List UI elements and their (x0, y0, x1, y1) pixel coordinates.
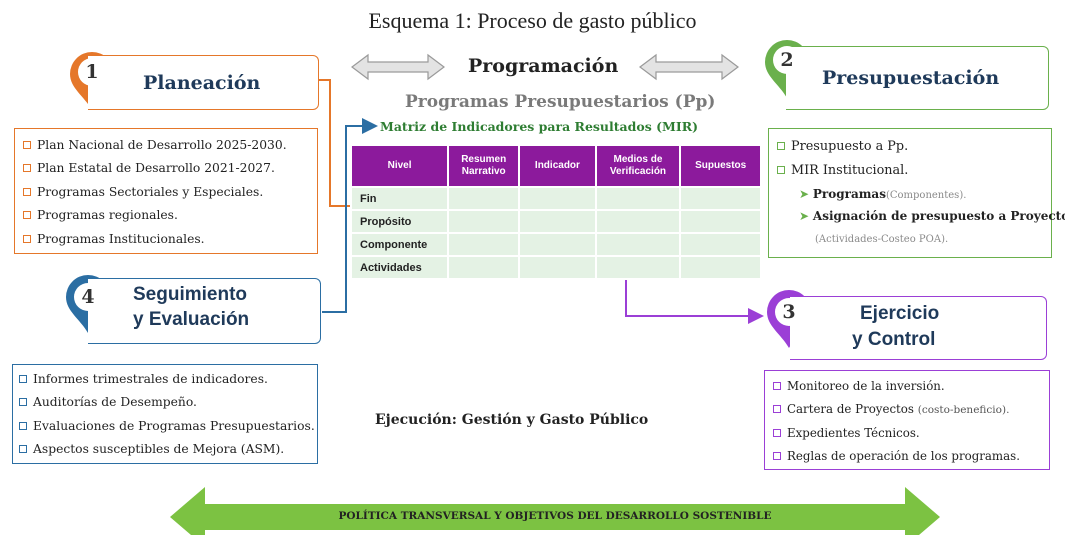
table-row: Fin (349, 186, 762, 211)
checkbox-icon (19, 421, 27, 430)
left-double-arrow (351, 53, 445, 81)
diagram-title: Esquema 1: Proceso de gasto público (368, 8, 697, 33)
planeacion-header: Planeación (88, 55, 319, 110)
seguimiento-number: 4 (74, 283, 102, 311)
list-item: Plan Estatal de Desarrollo 2021-2027. (23, 157, 317, 180)
checkbox-icon (777, 142, 785, 150)
ejercicio-list-box: Monitoreo de la inversión. Cartera de Pr… (764, 370, 1050, 470)
bottom-green-arrow (170, 487, 940, 535)
checkbox-icon (23, 164, 31, 173)
arrow-bullet-icon: ➤ (799, 187, 810, 201)
programacion-label: Programación (468, 55, 619, 77)
presupuestacion-title: Presupuestación (822, 67, 1000, 89)
presupuestacion-subitem: ➤ Programas(Componentes). (799, 187, 967, 201)
bottom-banner-text: POLÍTICA TRANSVERSAL Y OBJETIVOS DEL DES… (338, 510, 772, 522)
list-item: Presupuesto a Pp. (777, 135, 1051, 159)
checkbox-icon (19, 375, 27, 383)
ejercicio-header: Ejercicio y Control (790, 296, 1047, 360)
ejecucion-label: Ejecución: Gestión y Gasto Público (375, 412, 649, 428)
presupuestacion-header: Presupuestación (786, 46, 1049, 110)
list-item: Plan Nacional de Desarrollo 2025-2030. (23, 134, 317, 157)
presupuestacion-number: 2 (773, 46, 801, 74)
programas-pp-label: Programas Presupuestarios (Pp) (405, 92, 716, 112)
table-header: Medios de Verificación (594, 144, 682, 188)
planeacion-list-box: Plan Nacional de Desarrollo 2025-2030. P… (14, 128, 318, 254)
planeacion-title: Planeación (143, 72, 261, 94)
table-header: Resumen Narrativo (447, 144, 521, 188)
table-row: Propósito (349, 209, 762, 234)
ejercicio-title-line1: Ejercicio (860, 303, 940, 324)
checkbox-icon (773, 405, 781, 414)
mir-table: Nivel Resumen Narrativo Indicador Medios… (349, 144, 762, 280)
checkbox-icon (777, 166, 785, 174)
list-item: Evaluaciones de Programas Presupuestario… (19, 415, 317, 438)
list-item: Aspectos susceptibles de Mejora (ASM). (19, 438, 317, 461)
seguimiento-title-line2: y Evaluación (133, 309, 250, 330)
seguimiento-to-mir-line (322, 118, 378, 313)
list-item: Programas Institucionales. (23, 228, 317, 251)
planeacion-number: 1 (78, 58, 106, 86)
list-item: Reglas de operación de los programas. (773, 445, 1049, 468)
list-item: MIR Institucional. (777, 159, 1051, 183)
checkbox-icon (773, 428, 781, 437)
seguimiento-header: Seguimiento y Evaluación (88, 278, 321, 344)
checkbox-icon (23, 187, 31, 196)
list-item: Informes trimestrales de indicadores. (19, 368, 317, 391)
presupuestacion-list-box: Presupuesto a Pp. MIR Institucional. ➤ P… (768, 128, 1065, 258)
table-header: Supuestos (679, 144, 762, 188)
checkbox-icon (19, 398, 27, 407)
table-row: Actividades (349, 255, 762, 280)
checkbox-icon (773, 382, 781, 390)
table-row: Componente (349, 232, 762, 257)
right-double-arrow (639, 53, 739, 81)
presupuestacion-subitem: ➤ Asignación de presupuesto a Proyectos (799, 209, 1065, 223)
arrow-bullet-icon: ➤ (799, 209, 810, 223)
seguimiento-list-box: Informes trimestrales de indicadores. Au… (12, 364, 318, 464)
ejercicio-title-line2: y Control (852, 329, 936, 350)
list-item: Monitoreo de la inversión. (773, 375, 1049, 398)
list-item: Programas Sectoriales y Especiales. (23, 181, 317, 204)
ejercicio-number: 3 (775, 298, 803, 326)
checkbox-icon (23, 211, 31, 220)
list-item: Expedientes Técnicos. (773, 422, 1049, 445)
checkbox-icon (23, 234, 31, 243)
checkbox-icon (23, 141, 31, 149)
presupuestacion-subitem-note: (Actividades-Costeo POA). (815, 234, 949, 245)
list-item: Programas regionales. (23, 204, 317, 227)
mir-title: Matriz de Indicadores para Resultados (M… (380, 119, 699, 134)
table-header: Indicador (518, 144, 597, 188)
table-header: Nivel (349, 144, 450, 188)
checkbox-icon (19, 445, 27, 454)
checkbox-icon (773, 452, 781, 461)
list-item: Auditorías de Desempeño. (19, 391, 317, 414)
list-item: Cartera de Proyectos (costo-beneficio). (773, 398, 1049, 421)
seguimiento-title-line1: Seguimiento (133, 284, 248, 305)
